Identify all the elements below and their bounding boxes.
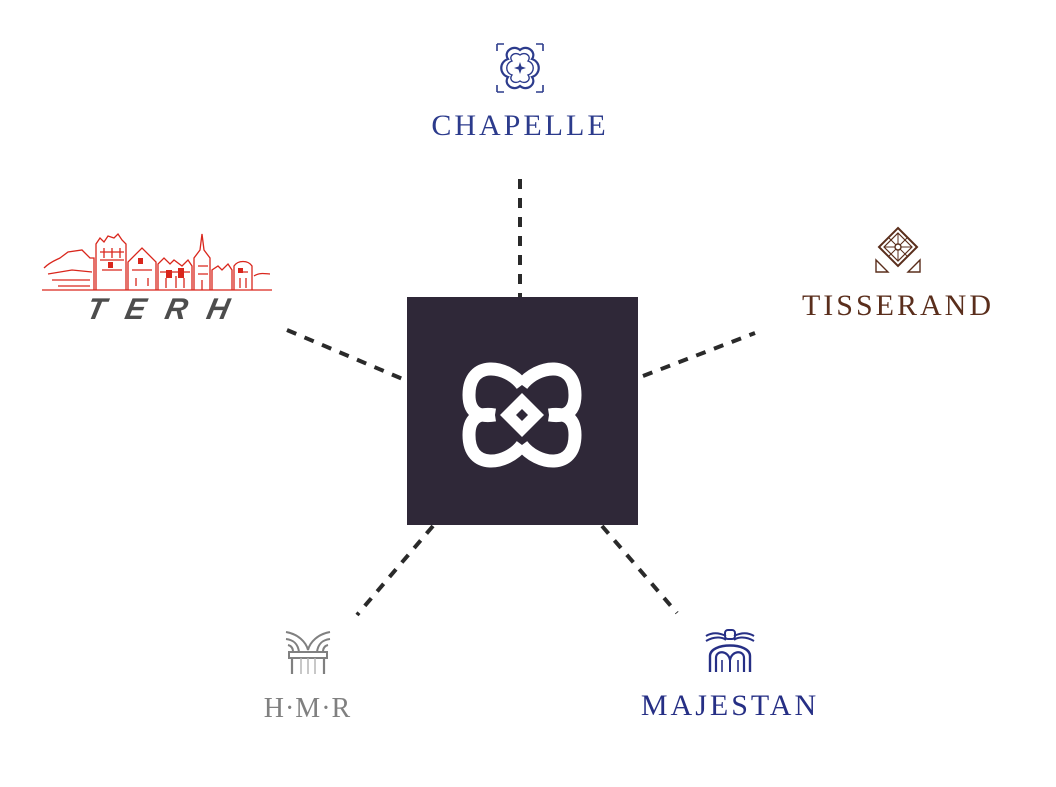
connector-tisserand bbox=[642, 331, 756, 378]
brand-terh: TERH bbox=[42, 230, 272, 327]
brand-tisserand: TISSERAND bbox=[780, 226, 1016, 323]
connector-terh bbox=[286, 328, 406, 382]
brand-name-majestan: MAJESTAN bbox=[640, 689, 820, 722]
central-hub-logo bbox=[407, 297, 638, 525]
brand-majestan: MAJESTAN bbox=[612, 628, 848, 723]
brand-name-chapelle: CHAPELLE bbox=[431, 109, 609, 142]
quatrefoil-diamond-logo-icon bbox=[462, 362, 582, 468]
quatrefoil-tile-icon bbox=[496, 43, 544, 93]
diamond-lattice-icon bbox=[875, 226, 921, 273]
arched-gate-icon bbox=[705, 629, 755, 672]
brand-chapelle: CHAPELLE bbox=[405, 42, 635, 143]
brand-hmr: H·M·R bbox=[245, 628, 370, 725]
city-skyline-icon bbox=[42, 232, 272, 291]
fountain-column-icon bbox=[285, 631, 330, 674]
brand-name-tisserand: TISSERAND bbox=[801, 289, 994, 322]
brand-name-hmr: H·M·R bbox=[263, 693, 352, 724]
connector-majestan bbox=[600, 524, 679, 615]
connector-hmr bbox=[355, 524, 435, 617]
brand-name-terh: TERH bbox=[83, 293, 253, 326]
